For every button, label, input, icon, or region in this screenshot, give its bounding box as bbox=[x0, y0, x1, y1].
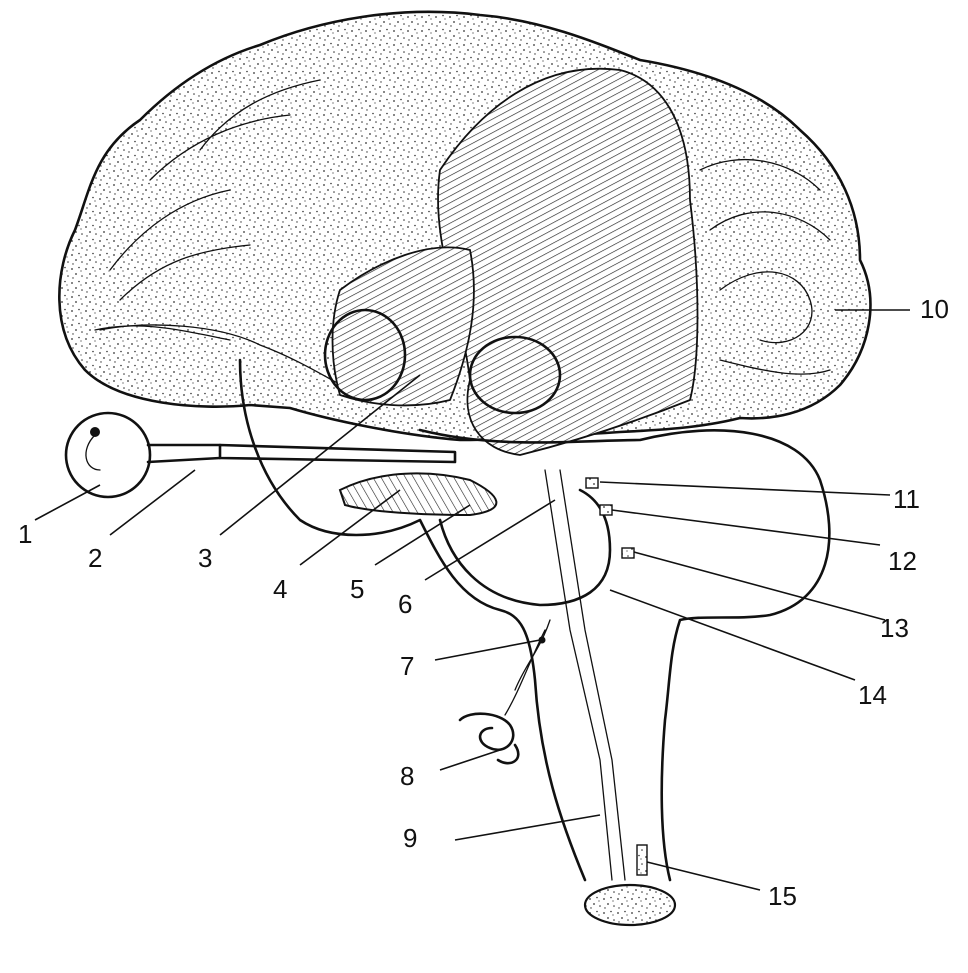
label-13: 13 bbox=[880, 613, 909, 643]
nucleus-11 bbox=[586, 478, 598, 488]
label-1: 1 bbox=[18, 519, 32, 549]
label-10: 10 bbox=[920, 294, 949, 324]
label-14: 14 bbox=[858, 680, 887, 710]
nucleus-15 bbox=[637, 845, 647, 875]
corticospinal-tract bbox=[545, 470, 625, 880]
label-8: 8 bbox=[400, 761, 414, 791]
label-6: 6 bbox=[398, 589, 412, 619]
nucleus-12 bbox=[600, 505, 612, 515]
label-12: 12 bbox=[888, 546, 917, 576]
eyeball bbox=[66, 413, 150, 497]
nucleus-13 bbox=[622, 548, 634, 558]
basal-fibers bbox=[340, 473, 496, 515]
optic-nerve bbox=[148, 445, 220, 462]
eye-lens bbox=[86, 435, 100, 470]
label-5: 5 bbox=[350, 574, 364, 604]
vestibulocochlear-nerve bbox=[505, 620, 550, 715]
spinal-cord-cut bbox=[585, 885, 675, 925]
eye-pupil bbox=[90, 427, 100, 437]
label-11: 11 bbox=[893, 484, 920, 514]
label-9: 9 bbox=[403, 823, 417, 853]
label-2: 2 bbox=[88, 543, 102, 573]
label-7: 7 bbox=[400, 651, 414, 681]
cochlea bbox=[460, 714, 518, 763]
label-3: 3 bbox=[198, 543, 212, 573]
label-15: 15 bbox=[768, 881, 797, 911]
label-4: 4 bbox=[273, 574, 287, 604]
